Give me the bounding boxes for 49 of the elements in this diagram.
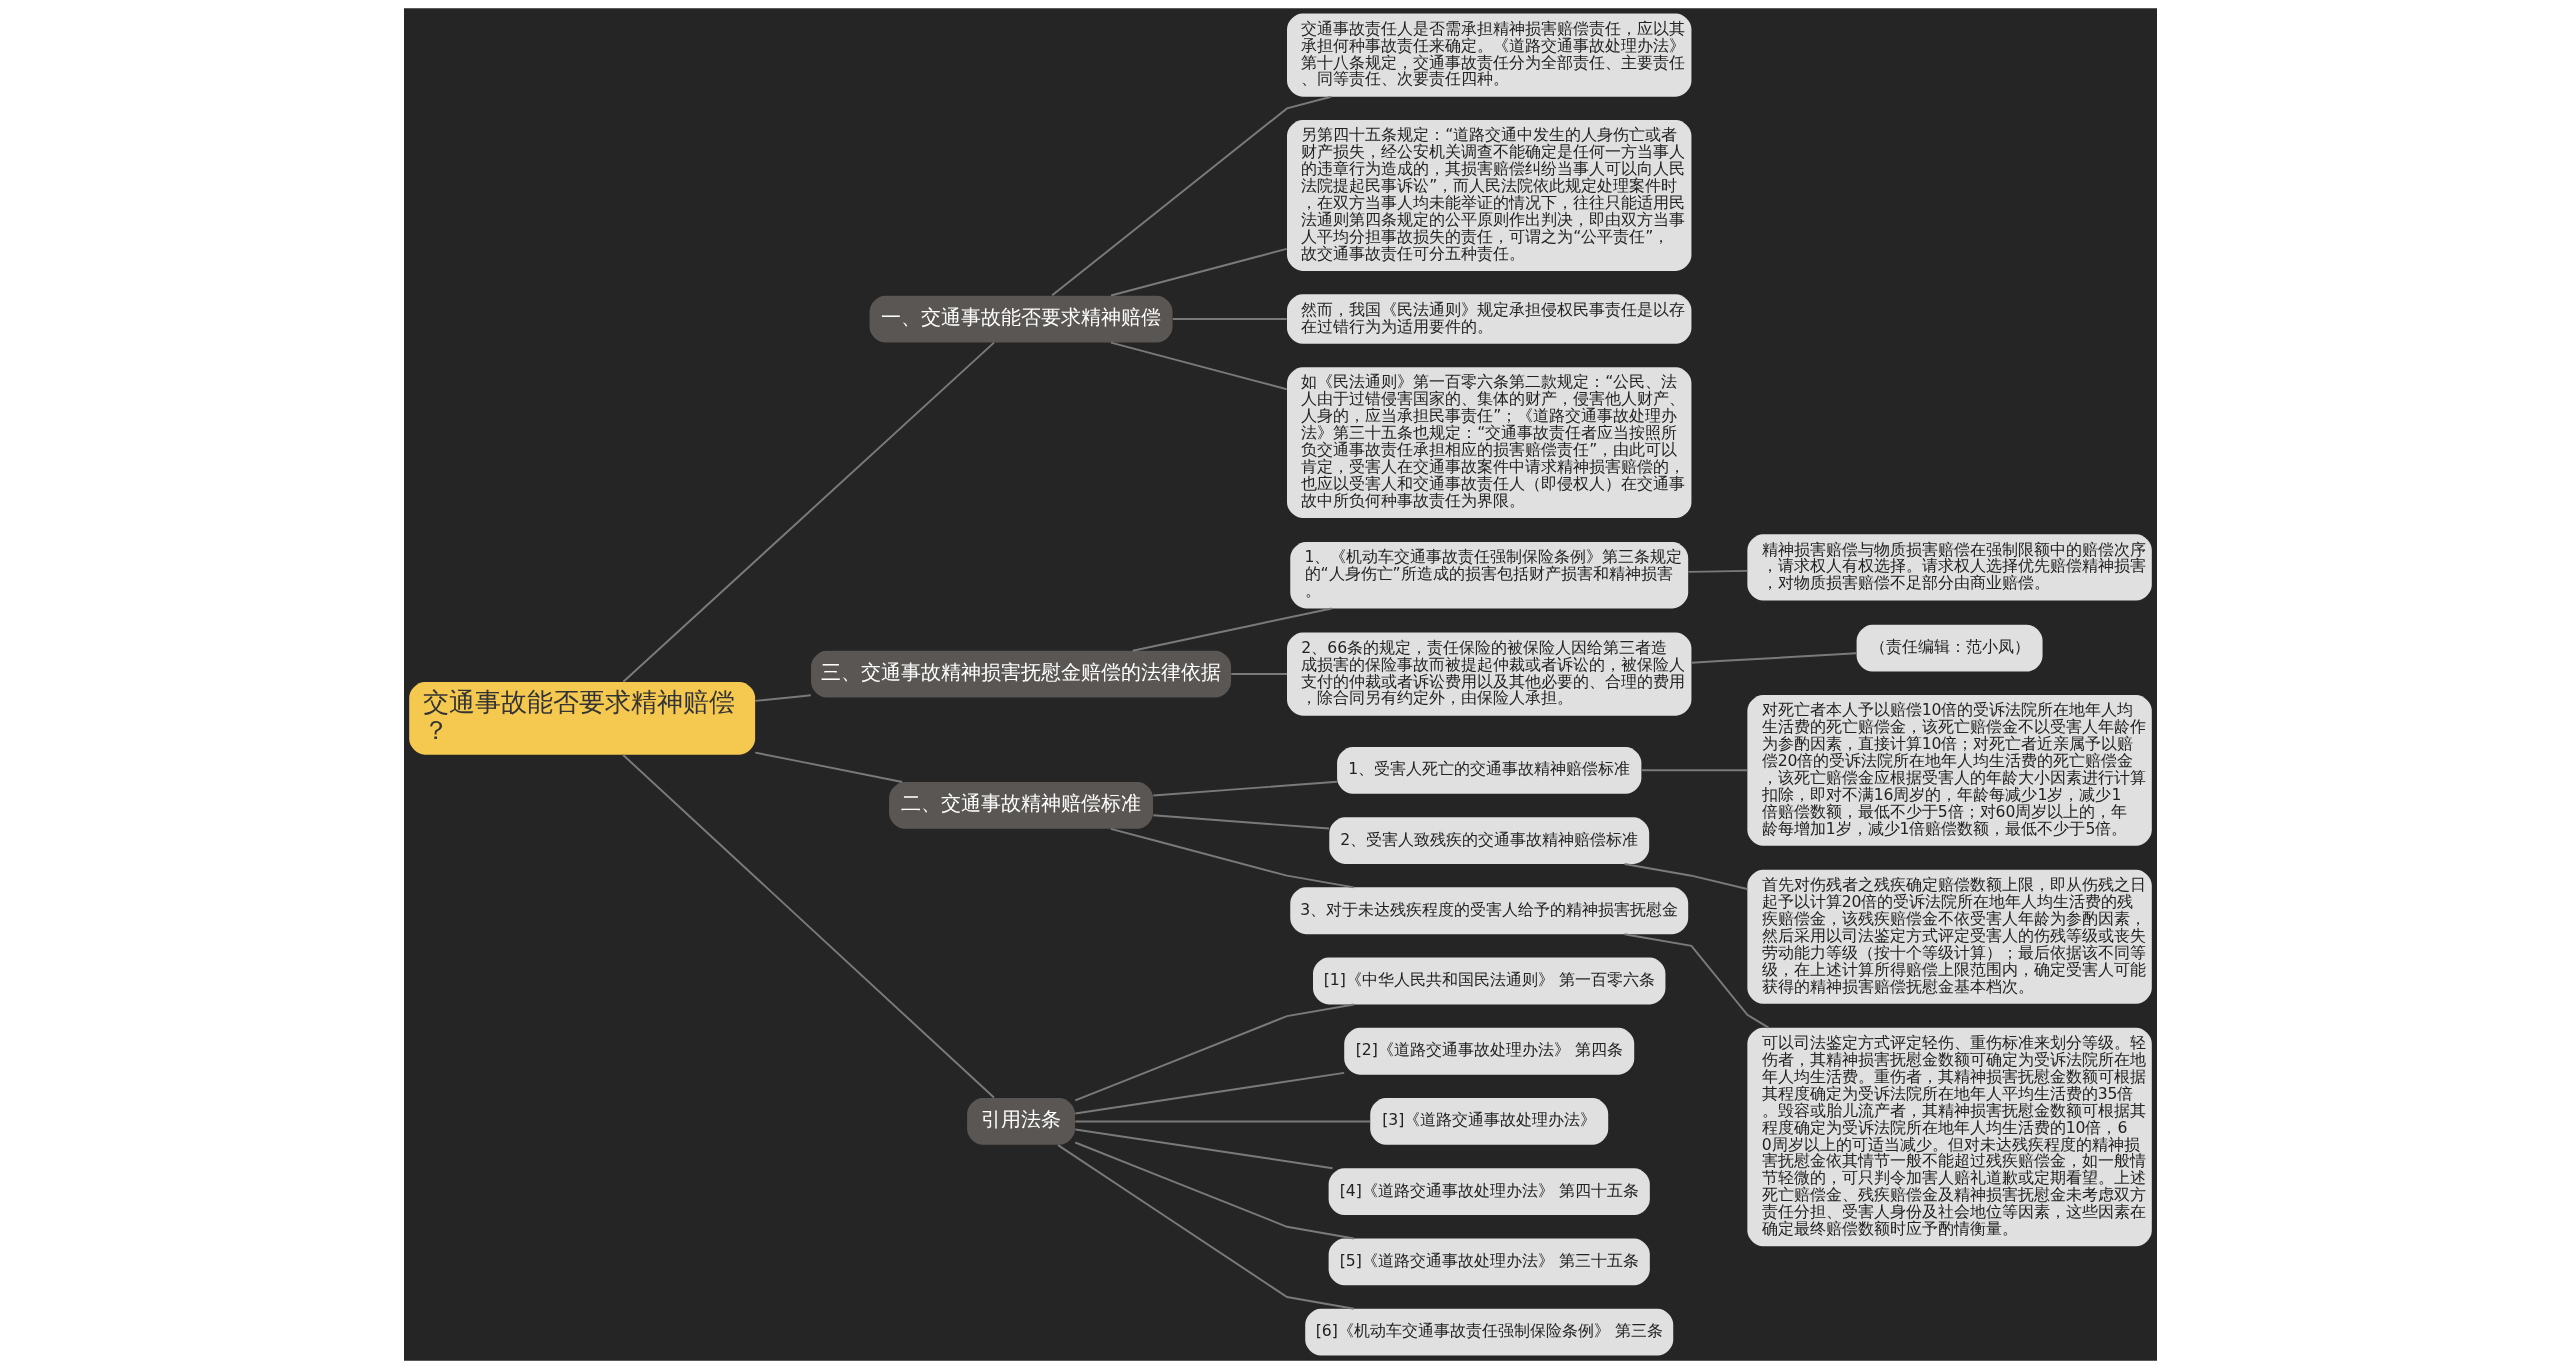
- connector: [1109, 341, 1288, 391]
- node-box: 可以司法鉴定方式评定轻伤、重伤标准来划分等级。轻伤者，其精神损害抚慰金数额可确定为受诉法院所在地年人均生活费。重伤者，其精神损害抚慰金数额可根据其程度确定为受诉法院所在地年人平均生活费的35倍。毁容或胎儿流产者，其精神损害抚慰金数额可根据其程度确定为受诉法院所在地年人均生活费的10倍，60周岁以上的可适当减少。但对未达残疾程度的精神损害抚慰金依其情节一般不能超过残疾赔偿金，如一般情节轻微的，可只判令加害人赔礼道歉或定期看望。上述死亡赔偿金、残疾赔偿金及精神损害抚慰金未考虑双方责任分担、受害人身份及社会地位等因素，这些因素在确定最终赔偿数额时应予酌情衡量。: [1746, 1027, 2152, 1247]
- connector: [621, 753, 995, 1099]
- node-box: 对死亡者本人予以赔偿10倍的受诉法院所在地年人均生活费的死亡赔偿金，该死亡赔偿金不以受害人年龄作为参酌因素，直接计算10倍；对死亡者近亲属予以赔偿20倍的受诉法院所在地年人均生活费的死亡赔偿金，该死亡赔偿金应根据受害人的年龄大小因素进行计算扣除，即对不满16周岁的，年龄每减少1岁，减少1倍赔偿数额，最低不少于5倍；对60周岁以上的，年龄每增加1岁，减少1倍赔偿数额，最低不少于5倍。: [1746, 694, 2152, 846]
- connector: [1690, 652, 1857, 664]
- connector: [1131, 607, 1333, 652]
- node-box: 1、受害人死亡的交通事故精神赔偿标准: [1336, 746, 1641, 794]
- node-box: （责任编辑：范小凤）: [1856, 624, 2043, 672]
- node-box: [3]《道路交通事故处理办法》: [1369, 1098, 1608, 1145]
- node-box: 另第四十五条规定：“道路交通中发生的人身伤亡或者财产损失，经公安机关调查不能确定是任何一方当事人的违章行为造成的，其损害赔偿纠纷当事人可以向人民法院提起民事诉讼”，而人民法院依此规定处理案件时，在双方当事人均未能举证的情况下，往往只能适用民法通则第四条规定的公平原则作出判决，即由双方当事人平均分担事故损失的责任，可谓之为“公平责任”，故交通事故责任可分五种责任。: [1286, 120, 1691, 271]
- connector: [1229, 673, 1288, 676]
- node-box: 三、交通事故精神损害抚慰金赔偿的法律依据: [810, 650, 1231, 698]
- node-box: 3、对于未达残疾程度的受害人给予的精神损害抚慰金: [1289, 887, 1688, 935]
- connector: [1073, 1120, 1371, 1123]
- connector: [1073, 1128, 1333, 1170]
- connector: [1640, 769, 1748, 772]
- node-box: 首先对伤残者之残疾确定赔偿数额上限，即从伤残之日起予以计算20倍的受诉法院所在地年人均生活费的残疾赔偿金，该残疾赔偿金不依受害人年龄为参酌因素，然后采用以司法鉴定方式评定受害人的伤残等级或丧失劳动能力等级（按十个等级计算）；最后依据该不同等级，在上述计算所得赔偿上限范围内，确定受害人可能获得的精神损害赔偿抚慰金基本档次。: [1746, 869, 2152, 1004]
- connector: [1623, 933, 1769, 1029]
- node-box: [2]《道路交通事故处理办法》 第四条: [1343, 1027, 1634, 1075]
- connector: [1050, 95, 1332, 297]
- node-box: [5]《道路交通事故处理办法》 第三十五条: [1328, 1238, 1650, 1286]
- connector: [1171, 318, 1288, 321]
- connector: [1073, 1141, 1355, 1240]
- connector: [1109, 827, 1355, 889]
- connector: [753, 751, 903, 783]
- node-box: 二、交通事故精神赔偿标准: [888, 782, 1153, 829]
- connector: [621, 341, 995, 683]
- node-box: 精神损害赔偿与物质损害赔偿在强制限额中的赔偿次序，请求权人有权选择。请求权人选择优先赔偿精神损害，对物质损害赔偿不足部分由商业赔偿。: [1746, 534, 2152, 601]
- node-box: 引用法条: [966, 1098, 1075, 1145]
- node-box: 1、《机动车交通事故责任强制保险条例》第三条规定的“人身伤亡”所造成的损害包括财产损害和精神损害。: [1289, 542, 1688, 609]
- node-box: 然而，我国《民法通则》规定承担侵权民事责任是以存在过错行为为适用要件的。: [1286, 294, 1691, 344]
- node-box: 一、交通事故能否要求精神赔偿: [869, 295, 1173, 343]
- node-box: 2、受害人致残疾的交通事故精神赔偿标准: [1328, 817, 1649, 864]
- connector: [1686, 569, 1748, 573]
- node-box: [4]《道路交通事故处理办法》 第四十五条: [1328, 1168, 1650, 1216]
- node-box: 交通事故能否要求精神赔偿？: [408, 681, 755, 755]
- connector: [1151, 814, 1330, 830]
- connector: [753, 694, 812, 702]
- node-box: [1]《中华人民共和国民法通则》 第一百零六条: [1312, 957, 1665, 1005]
- connector: [1151, 780, 1338, 797]
- connector: [1056, 1144, 1355, 1310]
- connector: [1623, 863, 1748, 890]
- node-box: 2、66条的规定，责任保险的被保险人因给第三者造成损害的保险事故而被提起仲裁或者诉讼的，被保险人支付的仲裁或者诉讼费用以及其他必要的、合理的费用，除合同另有约定外，由保险人承担。: [1286, 632, 1691, 716]
- connector: [1073, 1003, 1355, 1102]
- node-box: [6]《机动车交通事故责任强制保险条例》 第三条: [1304, 1308, 1673, 1356]
- connector: [1073, 1071, 1345, 1115]
- node-box: 如《民法通则》第一百零六条第二款规定：“公民、法人由于过错侵害国家的、集体的财产，侵害他人财产、人身的，应当承担民事责任”；《道路交通事故处理办法》第三十五条也规定：“交通事故责任者应当按照所负交通事故责任承担相应的损害赔偿责任”，由此可以肯定，受害人在交通事故案件中请求精神损害赔偿的，也应以受害人和交通事故责任人（即侵权人）在交通事故中所负何种事故责任为界限。: [1286, 367, 1691, 519]
- connector: [1109, 247, 1288, 297]
- node-box: 交通事故责任人是否需承担精神损害赔偿责任，应以其承担何种事故责任来确定。《道路交通事故处理办法》第十八条规定，交通事故责任分为全部责任、主要责任、同等责任、次要责任四种。: [1286, 13, 1691, 97]
